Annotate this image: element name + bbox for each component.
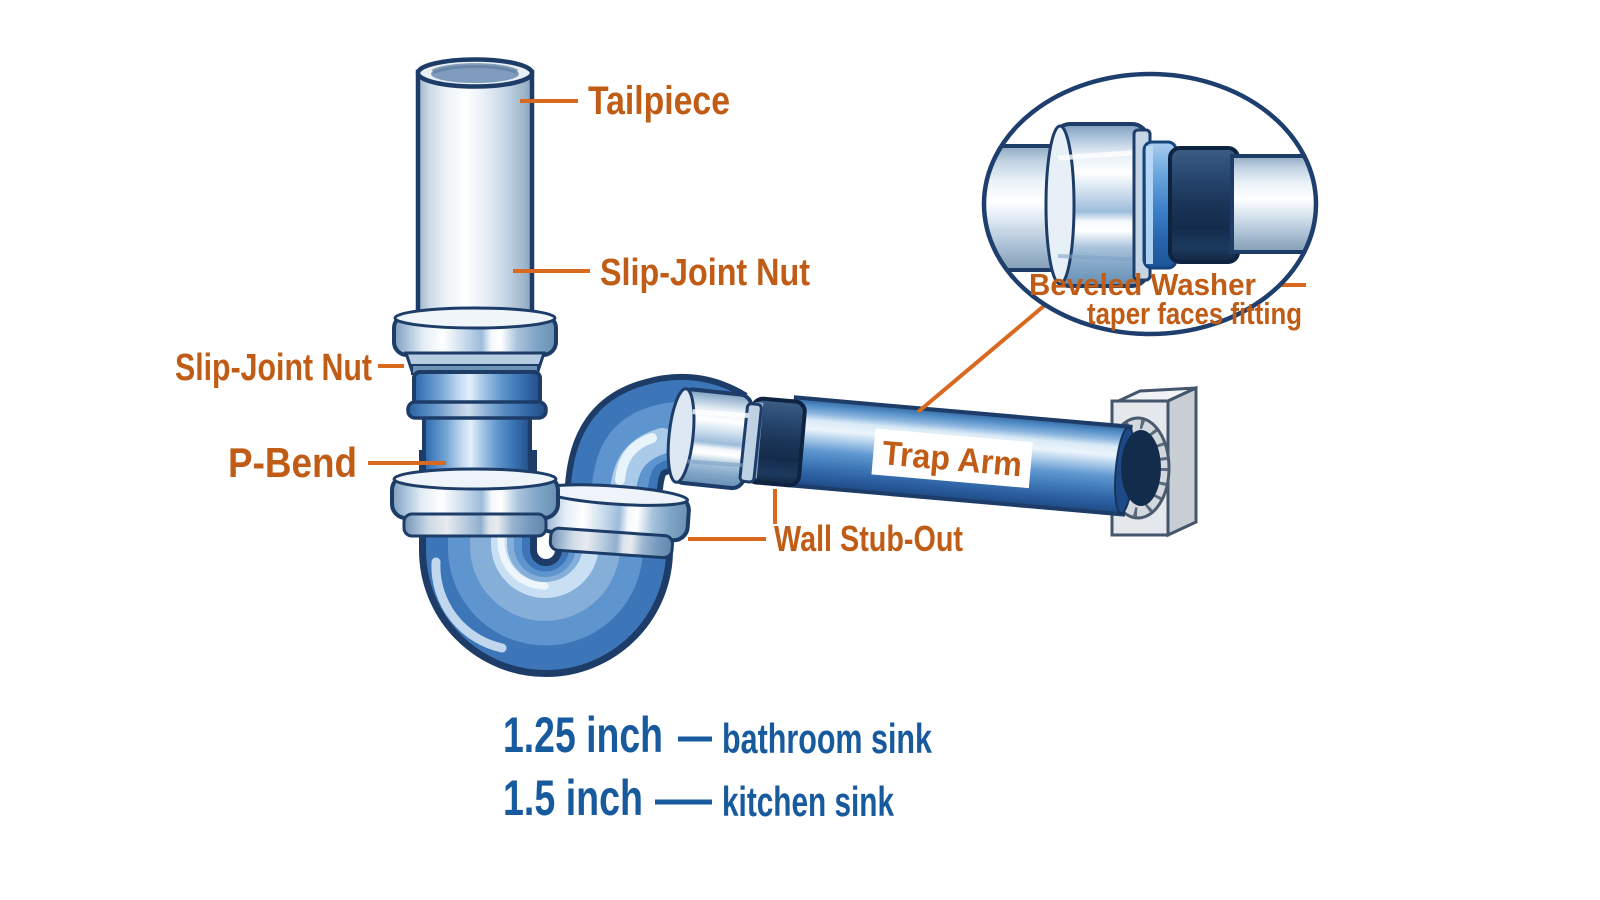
wall-hole: [1121, 430, 1161, 506]
beveled-washer-inset: Beveled Washer taper faces fitting: [981, 71, 1319, 337]
inset-label-line2: taper faces fitting: [1087, 296, 1302, 331]
slip-joint-nut-lower-label: Slip-Joint Nut: [175, 347, 372, 389]
size-note-2-use: kitchen sink: [722, 778, 894, 825]
slip-joint-nut-traparm: [666, 387, 763, 491]
slip-joint-nut-upper-label: Slip-Joint Nut: [600, 252, 810, 294]
p-bend-u-tube: [419, 450, 673, 677]
inset-label-line1: Beveled Washer: [1029, 267, 1256, 302]
leader-inset-callout: [916, 303, 1047, 414]
size-notes: 1.25 inch bathroom sink 1.5 inch kitchen…: [503, 707, 932, 826]
inset-right-pipe: [1230, 154, 1316, 254]
tailpiece-pipe: [415, 57, 535, 337]
trap-arm-label-box: [871, 428, 1033, 489]
size-note-1-use: bathroom sink: [722, 715, 932, 762]
size-note-1-size: 1.25 inch: [503, 707, 663, 763]
slip-joint-nut-lower-ring: [390, 467, 560, 538]
size-note-2-size: 1.5 inch: [503, 770, 643, 826]
tailpiece-label: Tailpiece: [588, 79, 730, 123]
trap-arm-pipe: Trap Arm: [786, 395, 1136, 517]
wall-stub-out-label: Wall Stub-Out: [774, 518, 963, 559]
inset-dark-fitting: [1168, 146, 1240, 264]
slip-joint-nut-upper-assembly: [392, 306, 558, 420]
p-bend-label: P-Bend: [228, 439, 357, 486]
inset-circle-border: [981, 71, 1319, 337]
